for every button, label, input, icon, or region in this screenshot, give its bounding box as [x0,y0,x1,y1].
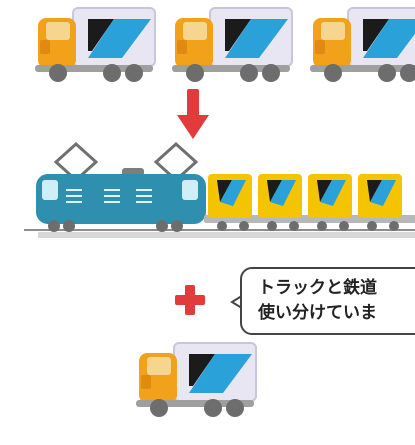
truck-2 [167,0,297,90]
speech-bubble: トラックと鉄道 使い分けていま [240,267,415,335]
speech-bubble-line-1: トラックと鉄道 [258,278,377,297]
plus-icon [170,280,210,320]
freight-train [20,132,415,262]
speech-bubble-line-2: 使い分けていま [258,303,377,322]
truck-1 [30,0,160,90]
truck-bottom [131,335,261,425]
down-arrow-icon [173,85,213,145]
truck-3 [305,0,415,90]
